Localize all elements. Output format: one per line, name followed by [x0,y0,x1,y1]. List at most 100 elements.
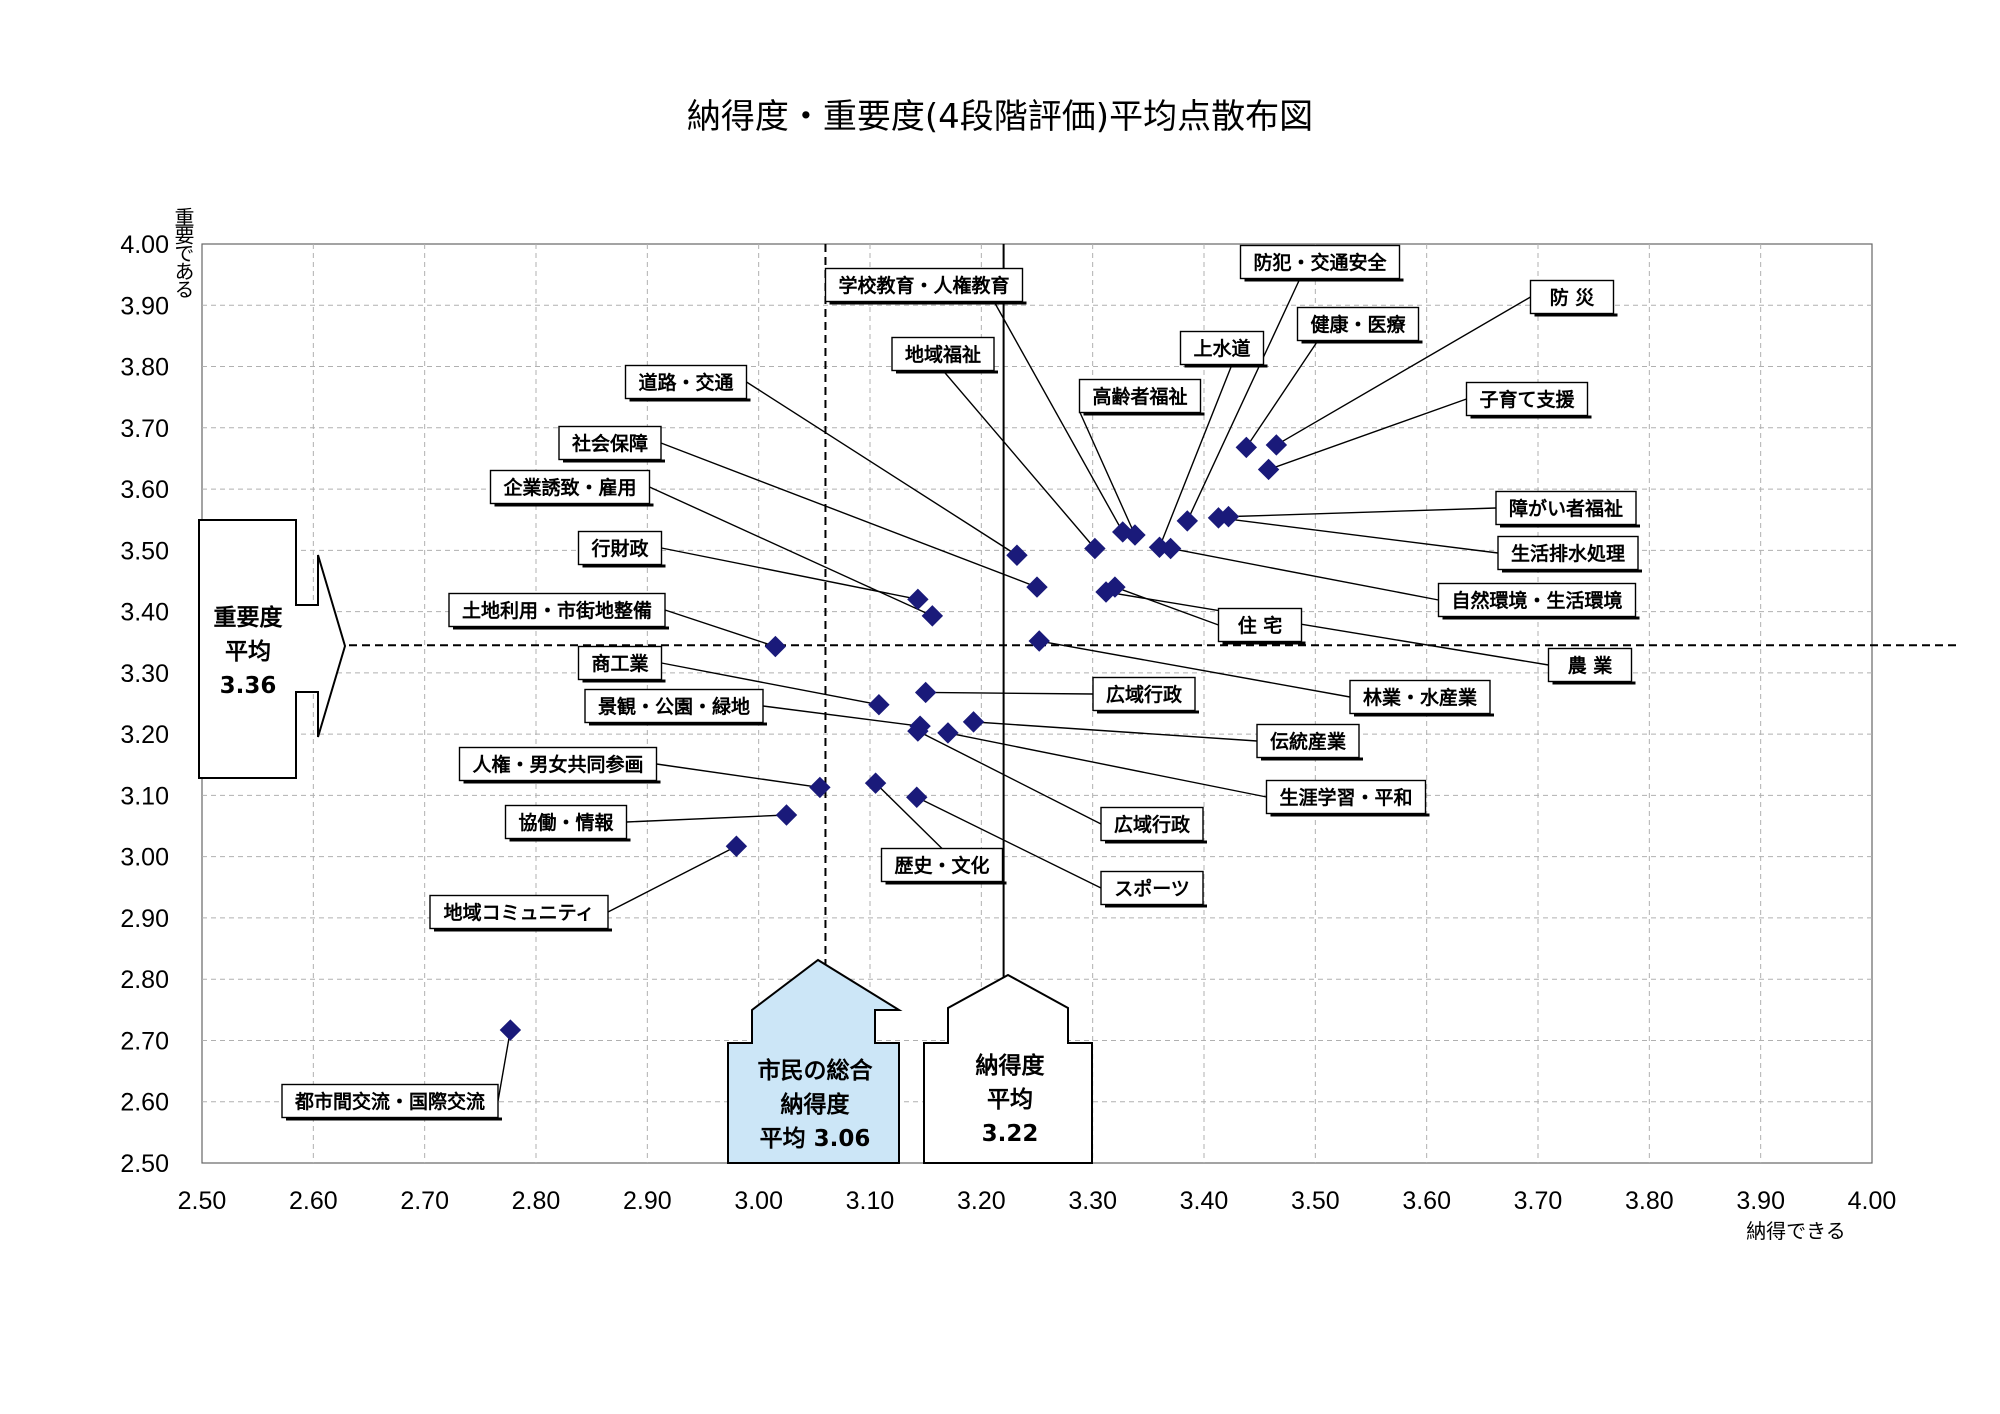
y-tick-label: 3.10 [120,782,169,810]
leader-line [649,486,933,617]
y-tick-label: 2.80 [120,966,169,994]
point-label: 協働・情報 [518,811,614,834]
x-tick-label: 2.70 [400,1187,449,1215]
data-point-marker [1207,507,1230,529]
point-label: 歴史・文化 [894,854,989,877]
point-label: 人権・男女共同参画 [472,753,643,776]
point-label-shadow [582,564,666,568]
x-tick-label: 2.60 [289,1187,338,1215]
point-label-box [1179,330,1265,366]
point-label-shadow [885,881,1007,885]
point-label: 生涯学習・平和 [1279,786,1412,809]
point-label-shadow [286,1117,502,1121]
data-point-marker [1095,581,1117,603]
x-tick-label: 3.90 [1736,1187,1785,1215]
leader-line [1170,547,1439,601]
leader-line [661,662,880,706]
point-label: 林業・水産業 [1363,686,1478,709]
point-label-box [1239,244,1401,280]
data-point-marker [868,694,890,716]
point-label-box [1497,535,1639,571]
data-point-marker [809,776,831,799]
point-label-shadow [434,928,612,932]
leader-line [993,301,1124,533]
satisfaction-average-text-line: 納得度 [976,1052,1046,1079]
x-tick-label: 4.00 [1848,1187,1897,1215]
data-point-marker [499,1019,522,1041]
point-label-box [1100,870,1204,906]
leader-line [664,609,776,648]
point-label: 地域コミュニティ [444,901,595,924]
point-labels: 防 災健康・医療子育て支援防犯・交通安全上水道高齢者福祉学校教育・人権教育地域福… [281,244,1642,1121]
leader-lines [497,278,1549,1102]
point-label-shadow [1270,813,1430,817]
importance-average-text-line: 平均 [225,638,271,665]
x-tick-label: 3.80 [1625,1187,1674,1215]
data-point-marker [914,681,937,704]
point-label: 住 宅 [1238,614,1283,637]
point-label: 都市間交流・国際交流 [294,1090,485,1113]
leader-line [607,845,737,913]
point-label-shadow [1244,278,1404,282]
point-label-shadow [1261,757,1363,761]
data-point-marker [1084,537,1106,560]
point-label-box [458,746,658,782]
data-point-marker [907,720,929,742]
satisfaction-average-callout [923,973,1093,1164]
point-label-shadow [1083,412,1205,416]
point-label: 生活排水処理 [1511,542,1625,565]
point-label-shadow [1301,340,1423,344]
x-tick-label: 3.60 [1402,1187,1451,1215]
point-label: 高齢者福祉 [1092,385,1187,408]
chart-title: 納得度・重要度(4段階評価)平均点散布図 [687,97,1313,137]
leader-line [947,732,1267,798]
x-tick-label: 3.40 [1180,1187,1229,1215]
point-label: 社会保障 [571,432,648,455]
point-label: 広域行政 [1114,813,1191,836]
leader-line [916,796,1102,889]
point-label-box [489,469,651,505]
x-tick-label: 3.70 [1514,1187,1563,1215]
point-label-box [1100,806,1204,842]
data-point-marker [1265,434,1288,456]
data-point-marker [725,835,748,857]
leader-line [660,442,1038,588]
point-label-box [577,530,663,566]
leader-line [1276,296,1531,446]
data-point-marker [864,772,887,794]
citizen-total-text-line: 平均 3.06 [760,1125,871,1152]
point-label-shadow [582,679,666,683]
citizen-total-text-line: 市民の総合 [758,1057,874,1084]
data-point-marker [764,635,787,658]
data-points [499,434,1288,1041]
point-label-shadow [1534,313,1618,317]
point-label-shadow [1502,569,1642,573]
leader-line [626,814,787,823]
data-point-marker [921,605,944,627]
point-label-box [281,1083,499,1119]
importance-average-text-line: 3.36 [220,673,277,699]
leader-line [973,721,1258,742]
importance-average-text-line: 重要度 [214,604,284,631]
data-point-marker [1028,630,1050,652]
leader-line [1218,517,1499,554]
point-label-box [448,592,666,628]
point-label-shadow [589,722,767,726]
point-label-shadow [829,301,1027,305]
leader-line [1158,364,1233,548]
point-label: 学校教育・人権教育 [838,274,1009,297]
leader-line [1268,398,1467,471]
leader-line [875,782,943,849]
point-label-box [1465,381,1589,417]
y-tick-label: 3.80 [120,354,169,382]
y-axis-label: 重要である [171,207,195,298]
importance-average-callout [198,519,347,779]
point-label-box [558,425,662,461]
leader-line [1245,340,1319,448]
y-tick-label: 2.50 [120,1150,169,1178]
point-label: 自然環境・生活環境 [1451,589,1622,612]
point-label-box [1349,679,1491,715]
